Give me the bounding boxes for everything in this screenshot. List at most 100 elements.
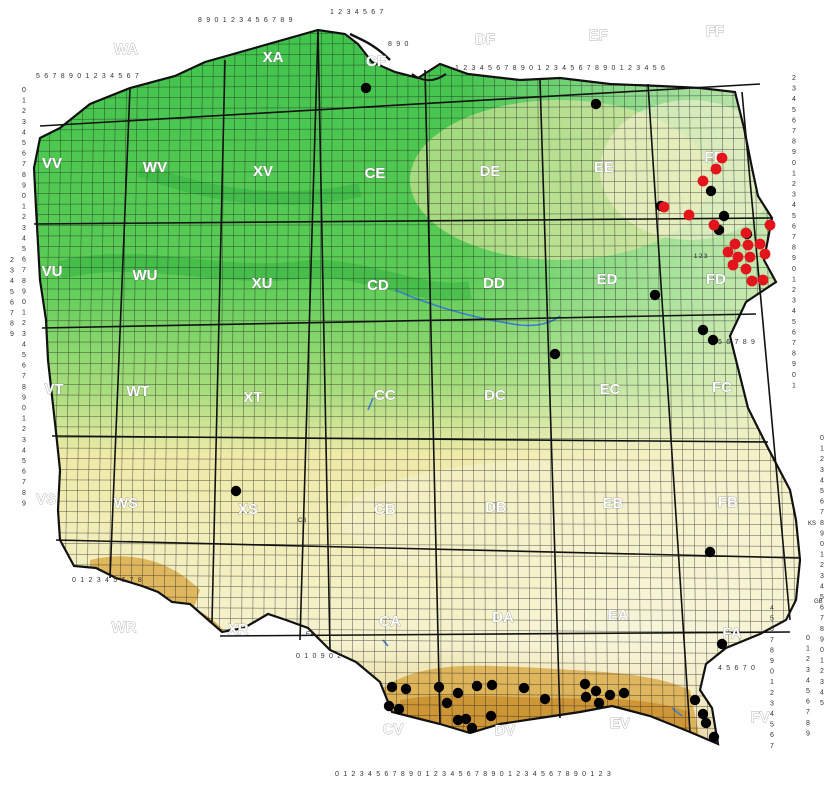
- grid-digit: 2: [22, 108, 26, 115]
- grid-digit: 1: [820, 552, 824, 559]
- grid-square-label-outside: FV: [750, 709, 769, 726]
- grid-digit: 1: [792, 382, 796, 389]
- grid-digit: 4: [770, 605, 774, 612]
- fine-grid-line: [20, 734, 810, 739]
- occurrence-point-red: [711, 164, 722, 175]
- occurrence-point-black: [717, 639, 727, 649]
- occurrence-point-black: [461, 714, 471, 724]
- grid-digit: 1: [22, 204, 26, 211]
- grid-digit: 6: [792, 329, 796, 336]
- grid-digit: 8: [792, 139, 796, 146]
- occurrence-point-black: [467, 723, 477, 733]
- occurrence-point-black: [580, 679, 590, 689]
- grid-square-label: XU: [252, 275, 273, 292]
- grid-digit: 4: [806, 677, 810, 684]
- grid-digit: 7: [792, 340, 796, 347]
- grid-digit: 2: [22, 214, 26, 221]
- occurrence-point-black: [387, 682, 397, 692]
- grid-square-label: DE: [480, 163, 501, 180]
- digits-top-d: 1 2 3 4 5 6 7 8 9 0 1 2 3 4 5 6 7 8 9 0 …: [455, 65, 666, 72]
- occurrence-point-black: [472, 681, 482, 691]
- grid-digit: 7: [806, 709, 810, 716]
- grid-square-label: FC: [712, 379, 732, 396]
- grid-digit: 7: [770, 743, 774, 750]
- digits-bottom-left: 0 1 2 3 4 5 6 7 8: [72, 577, 143, 584]
- grid-digit: 7: [22, 161, 26, 168]
- occurrence-point-black: [619, 688, 629, 698]
- grid-digit: 5: [10, 289, 14, 296]
- grid-digit: 2: [22, 426, 26, 433]
- grid-digit: 2: [806, 656, 810, 663]
- digits-east-b: 4 5 6 7 0: [718, 665, 756, 672]
- occurrence-point-red: [698, 176, 709, 187]
- occurrence-point-black: [605, 690, 615, 700]
- grid-digit: 3: [792, 192, 796, 199]
- grid-square-label: EC: [600, 381, 621, 398]
- grid-square-label-outside: EF: [588, 27, 607, 44]
- grid-digit: 1: [820, 446, 824, 453]
- grid-digit: 6: [22, 469, 26, 476]
- grid-square-label-outside: VS: [36, 491, 56, 508]
- occurrence-point-black: [709, 732, 719, 742]
- grid-digit: 6: [770, 626, 774, 633]
- grid-digit: 3: [820, 467, 824, 474]
- occurrence-point-black: [705, 547, 715, 557]
- grid-digit: 8: [10, 321, 14, 328]
- grid-square-label: EB: [603, 495, 624, 512]
- grid-digit: 8: [770, 647, 774, 654]
- grid-digit: 3: [22, 331, 26, 338]
- grid-digit: 9: [792, 361, 796, 368]
- grid-digit: 3: [792, 86, 796, 93]
- grid-digit: 0: [820, 541, 824, 548]
- grid-digit: 3: [820, 679, 824, 686]
- occurrence-point-black: [442, 698, 452, 708]
- fine-grid-line: [29, 20, 40, 760]
- occurrence-point-black: [719, 211, 729, 221]
- occurrence-point-red: [755, 239, 766, 250]
- grid-digit: 2: [10, 257, 14, 264]
- grid-square-label: XV: [253, 163, 273, 180]
- grid-digit: 8: [22, 490, 26, 497]
- digits-left-top: 5 6 7 8 9 0 1 2 3 4 5 6 7: [36, 73, 140, 80]
- grid-digit: 2: [770, 690, 774, 697]
- label-ks: KS: [808, 521, 816, 527]
- occurrence-point-black: [434, 682, 444, 692]
- occurrence-point-red: [741, 228, 752, 239]
- grid-digit: 7: [22, 479, 26, 486]
- grid-digit: 0: [820, 435, 824, 442]
- grid-square-label: CA: [379, 613, 401, 630]
- grid-digit: 3: [770, 700, 774, 707]
- grid-digit: 4: [770, 711, 774, 718]
- grid-digit: 7: [792, 234, 796, 241]
- grid-digit: 1: [22, 98, 26, 105]
- digits-bottom: 0 1 2 3 4 5 6 7 8 9 0 1 2 3 4 5 6 7 8 9 …: [335, 771, 612, 778]
- grid-digit: 2: [792, 75, 796, 82]
- grid-digit: 9: [820, 636, 824, 643]
- occurrence-point-red: [684, 210, 695, 221]
- grid-digit: 6: [22, 151, 26, 158]
- occurrence-point-black: [384, 701, 394, 711]
- grid-square-label: CB: [374, 501, 396, 518]
- grid-digit: 8: [792, 351, 796, 358]
- grid-digit: 1: [770, 679, 774, 686]
- grid-square-label: FB: [718, 494, 738, 511]
- grid-digit: 4: [792, 308, 796, 315]
- fine-grid-line: [20, 42, 810, 45]
- occurrence-point-black: [698, 325, 708, 335]
- grid-digit: 5: [820, 700, 824, 707]
- label-ea-small: EA: [306, 632, 314, 638]
- grid-digit: 4: [22, 129, 26, 136]
- grid-digit: 5: [22, 246, 26, 253]
- occurrence-point-black: [698, 709, 708, 719]
- grid-digit: 8: [22, 384, 26, 391]
- grid-square-label: ED: [597, 271, 618, 288]
- grid-square-label: CD: [367, 277, 389, 294]
- fine-grid-line: [20, 745, 810, 751]
- fine-grid-line: [775, 20, 786, 760]
- grid-digit: 0: [22, 299, 26, 306]
- grid-square-label: WV: [143, 159, 167, 176]
- label-cb-small: CB: [298, 518, 306, 524]
- grid-digit: 7: [22, 373, 26, 380]
- grid-square-label: WS: [114, 495, 138, 512]
